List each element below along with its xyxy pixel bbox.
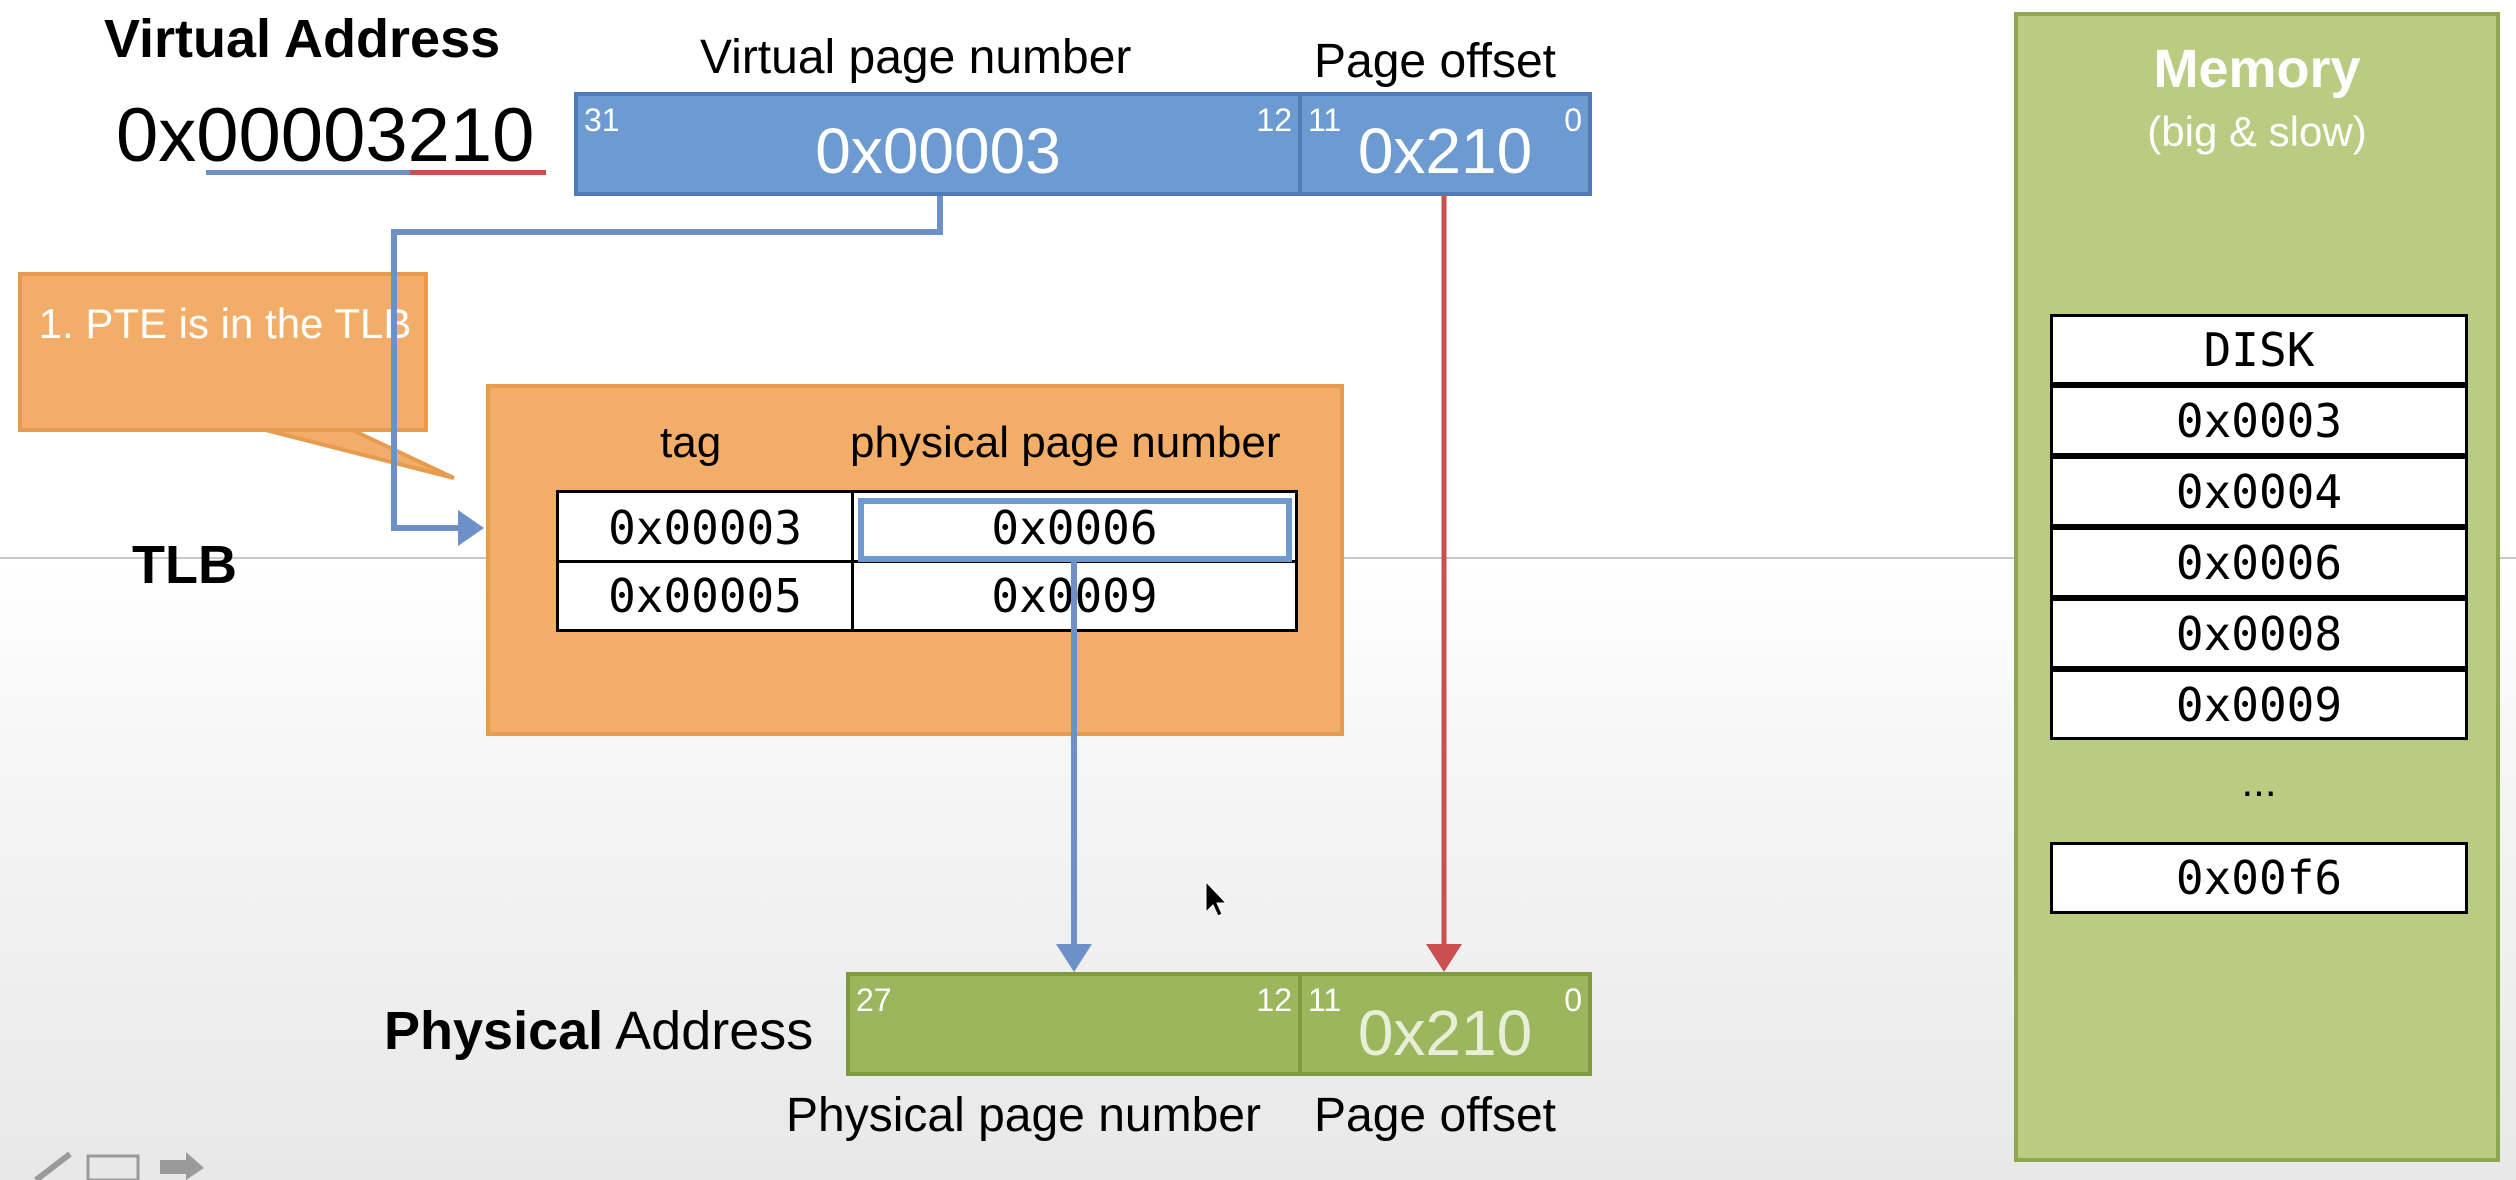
tlb-row-0-ppn: 0x0006	[991, 501, 1158, 555]
physical-page-number-box: 27 12	[846, 972, 1302, 1076]
memory-title: Memory	[2153, 39, 2361, 99]
bit-11-label: 11	[1308, 982, 1342, 1018]
virtual-page-number-label: Virtual page number	[700, 31, 1132, 84]
memory-row: DISK	[2050, 314, 2468, 385]
memory-row: 0x0009	[2050, 669, 2468, 740]
memory-row-last: 0x00f6	[2050, 842, 2468, 914]
memory-row: 0x0006	[2050, 527, 2468, 598]
bit-27-label: 27	[856, 982, 892, 1018]
offset-underline	[410, 170, 546, 175]
memory-row: 0x0003	[2050, 385, 2468, 456]
memory-row: 0x0008	[2050, 598, 2468, 669]
callout-text: 1. PTE is in the TLB	[38, 300, 412, 347]
tlb-row-1-tag: 0x00005	[608, 569, 802, 623]
physical-address-title-bold: Physical	[384, 1001, 604, 1061]
ppn-to-physical-arrowhead	[1056, 944, 1092, 972]
tlb-row-0-tag: 0x00003	[608, 501, 802, 555]
bit-12-label: 12	[1256, 102, 1292, 138]
memory-ellipsis: ...	[2241, 758, 2277, 805]
virtual-page-number-value: 0x00003	[815, 115, 1061, 187]
slide-toolbar[interactable]	[0, 1150, 210, 1180]
physical-page-number-label: Physical page number	[786, 1089, 1261, 1142]
virtual-page-offset-label: Page offset	[1314, 35, 1556, 88]
virtual-address-title: Virtual Address	[104, 9, 501, 69]
menu-icon	[86, 1154, 140, 1180]
vpn-underline	[206, 170, 412, 175]
tlb-label: TLB	[132, 535, 237, 595]
bit-12-label: 12	[1256, 982, 1292, 1018]
vpn-to-tlb-arrowhead	[458, 510, 484, 546]
callout-box	[18, 272, 428, 432]
virtual-page-offset-box: 11 0 0x210	[1298, 92, 1592, 196]
pen-icon	[34, 1151, 72, 1180]
physical-address-title: Physical Address	[384, 1000, 813, 1062]
physical-page-offset-value: 0x210	[1357, 997, 1533, 1069]
virtual-page-offset-value: 0x210	[1357, 115, 1533, 187]
bit-0-label: 0	[1564, 102, 1582, 138]
physical-page-offset-label: Page offset	[1314, 1089, 1556, 1142]
offset-arrowhead	[1426, 944, 1462, 972]
tlb-header-tag: tag	[660, 418, 722, 467]
physical-page-offset-box: 11 0 0x210	[1298, 972, 1592, 1076]
vpn-to-tlb-arrow	[391, 196, 943, 531]
bit-11-label: 11	[1308, 102, 1342, 138]
tlb-header-ppn: physical page number	[850, 418, 1281, 467]
mouse-cursor-icon	[1205, 880, 1228, 917]
bit-31-label: 31	[584, 102, 620, 138]
physical-address-title-rest: Address	[603, 1001, 814, 1061]
tlb-hit-highlight	[858, 498, 1292, 562]
next-arrow-icon	[160, 1152, 204, 1180]
virtual-page-number-box: 31 12 0x00003	[574, 92, 1302, 196]
memory-row: 0x0004	[2050, 456, 2468, 527]
bit-0-label: 0	[1564, 982, 1582, 1018]
memory-subtitle: (big & slow)	[2147, 108, 2367, 155]
virtual-address-value: 0x00003210	[116, 93, 535, 178]
